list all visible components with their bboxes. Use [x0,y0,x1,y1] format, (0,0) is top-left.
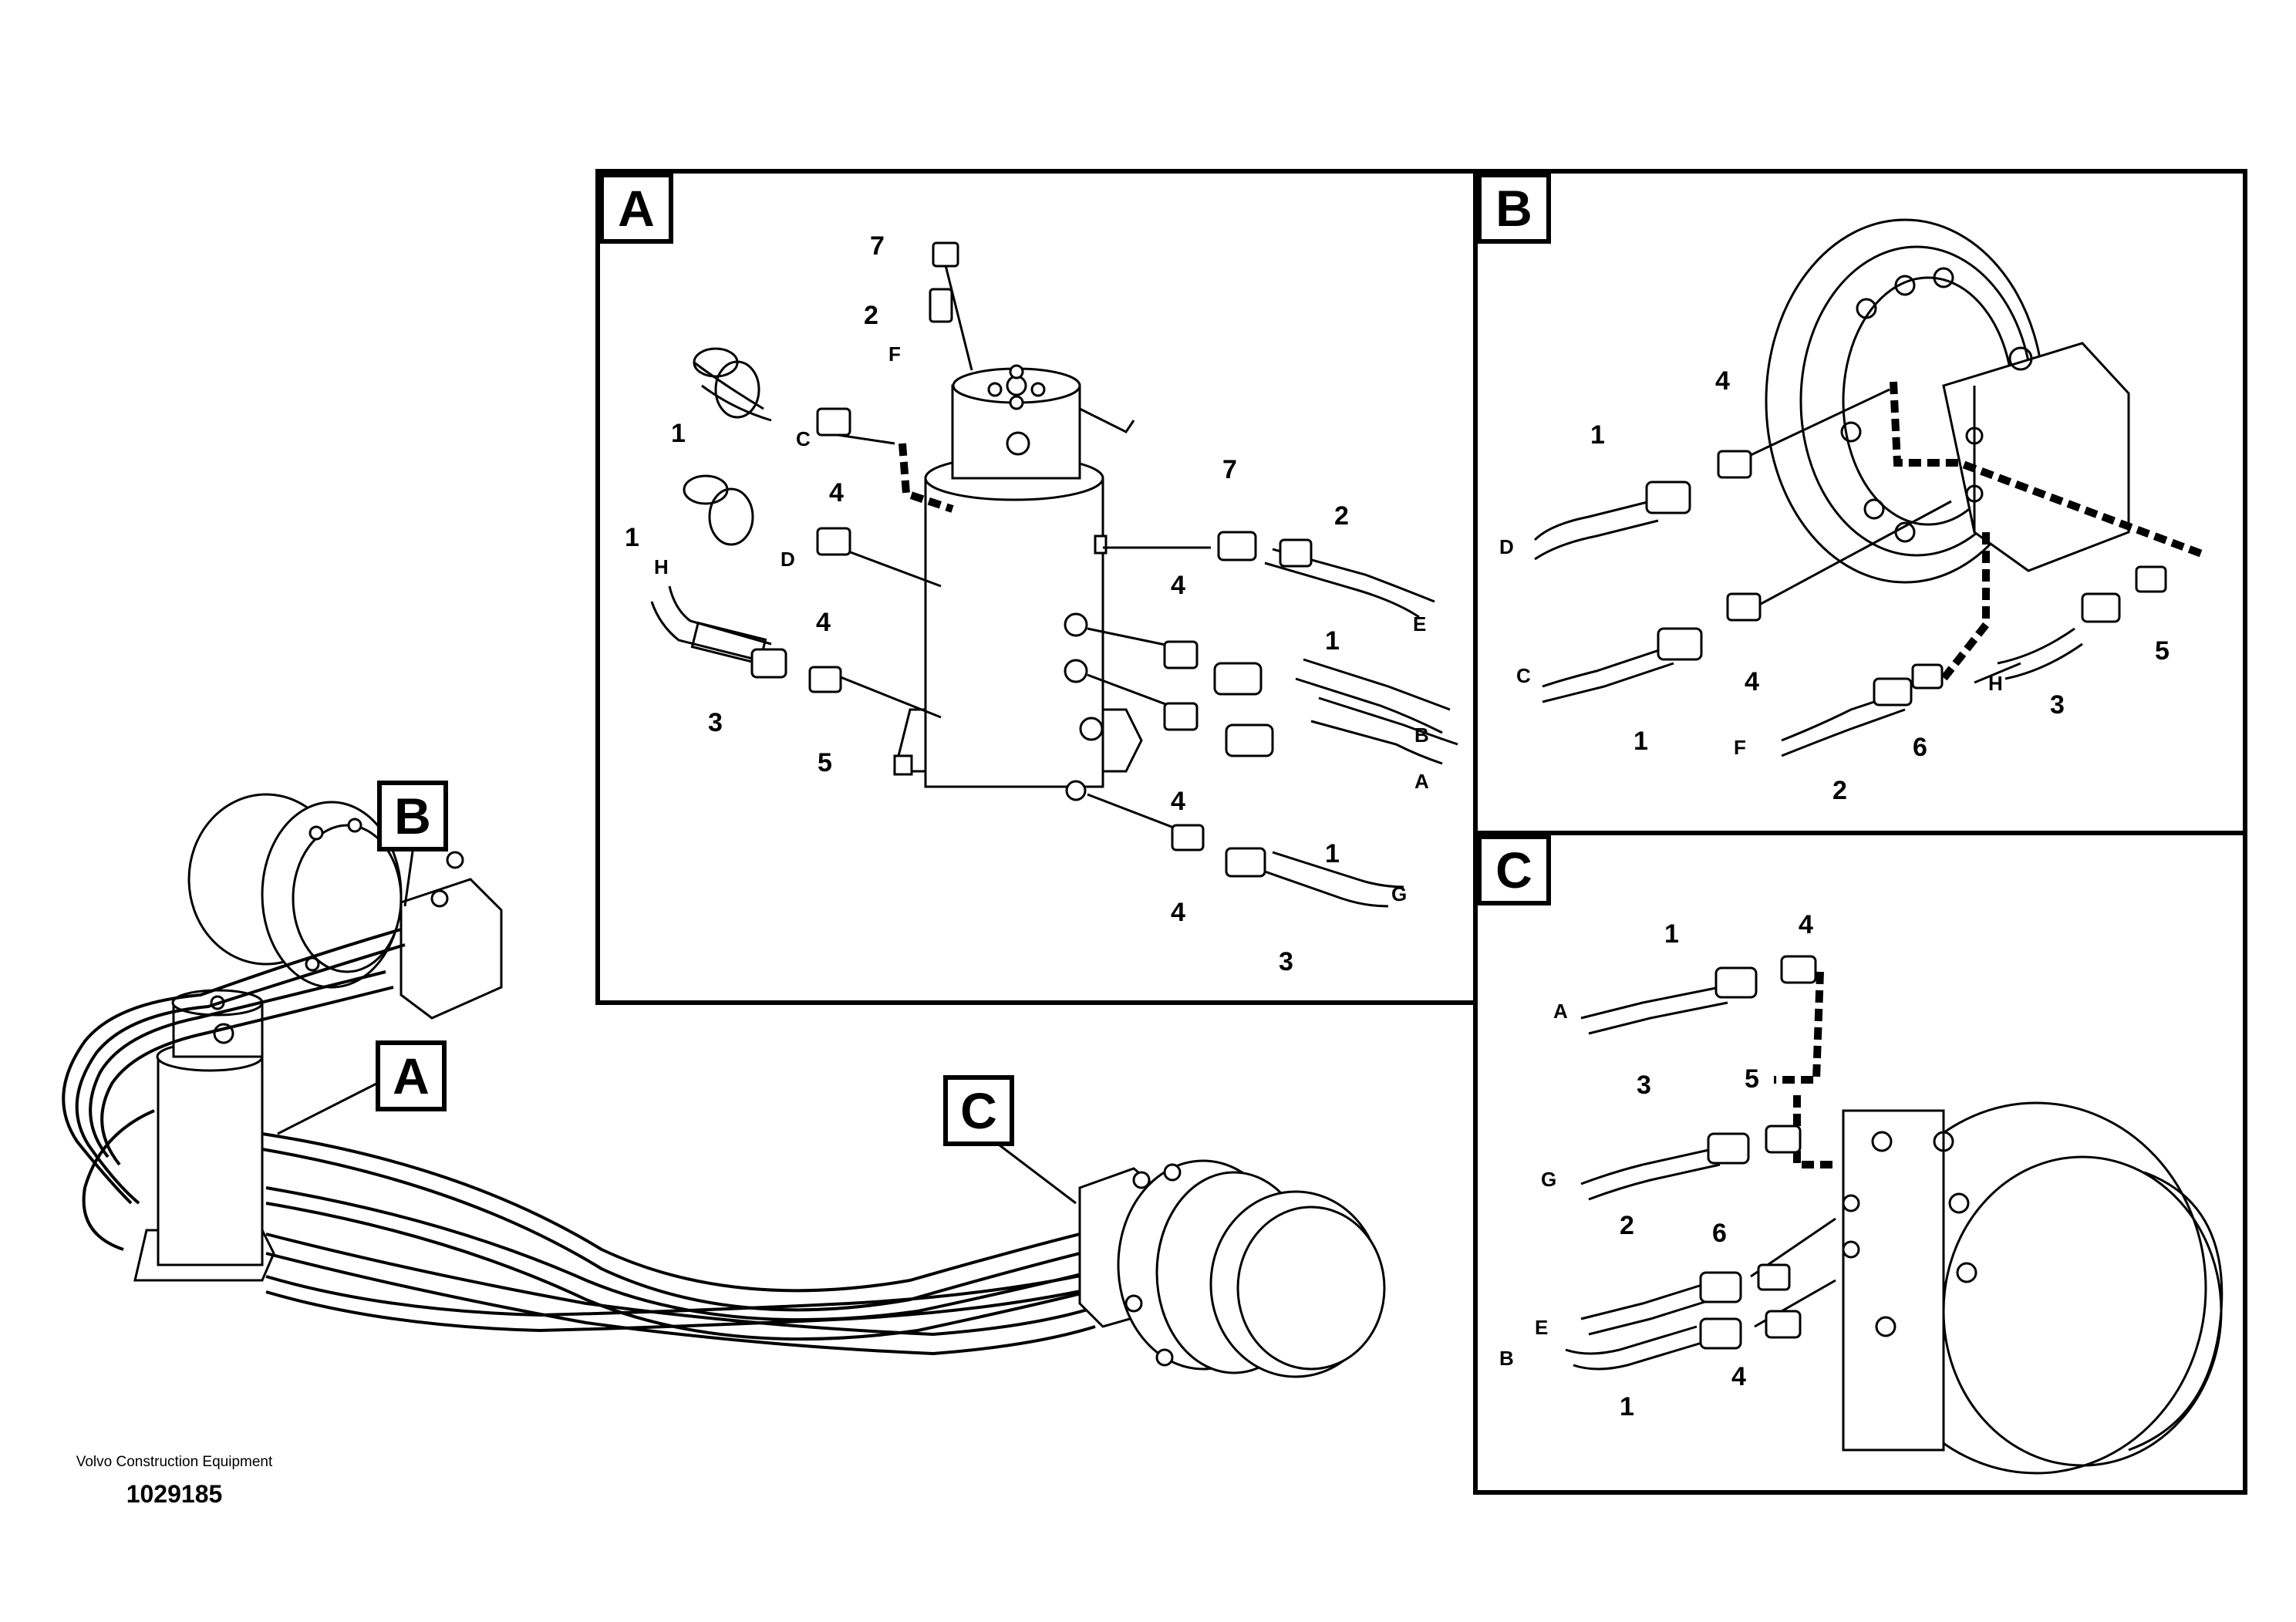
port-label: D [1499,535,1514,558]
callout: 2 [1334,501,1349,531]
fitting-icon [1645,450,2167,706]
callout: 1 [1664,919,1679,949]
callout: 4 [829,478,844,508]
callout: 2 [1832,776,1847,805]
callout: 7 [1222,455,1237,484]
callout: 4 [816,608,831,637]
drawing-number: 1029185 [126,1480,223,1508]
callout: 4 [1731,1362,1746,1391]
callout: 2 [1620,1211,1634,1240]
fitting-icon [750,241,1313,878]
port-label: C [796,427,811,450]
hose-icon [62,928,1096,1356]
travel-motor-icon [1842,1101,2224,1475]
overview-tag-c: C [943,1075,1014,1146]
detail-a-callouts: 7 2 1 4 1 4 3 5 7 2 4 1 4 1 4 5 3 F C D … [625,231,1429,976]
port-label: A [1414,770,1429,793]
svg-text:B: B [394,787,431,845]
overview-tag-b: B [377,781,448,851]
port-label: E [1413,612,1426,636]
port-label: G [1391,882,1407,905]
callout: 4 [1171,787,1185,816]
callout: 5 [2155,636,2170,666]
title-block: Volvo Construction Equipment 1029185 [74,1454,275,1509]
hose-icon [1533,388,2083,757]
port-label: G [1541,1168,1556,1191]
callout: 4 [1745,667,1759,696]
callout: 3 [2050,690,2065,720]
callout: 1 [1325,626,1340,656]
port-label: B [1414,723,1429,747]
port-label: F [888,342,901,366]
fitting-icon [1699,955,1817,1350]
callout: 1 [1325,839,1340,868]
callout: 3 [1637,1071,1651,1100]
overview-assembly: B A C [62,781,1386,1378]
callout: 6 [1712,1219,1727,1248]
hose-icon [650,246,1458,908]
swivel-joint-icon [893,364,1143,801]
detail-a-panel: A [595,169,1478,1005]
callout: 4 [1171,898,1185,927]
callout: 4 [1715,366,1730,396]
port-label: H [654,555,669,578]
callout: 5 [1745,1064,1759,1094]
travel-motor-icon [1078,1159,1386,1378]
detail-c-letter: C [1495,841,1532,899]
port-label: H [1988,672,2003,695]
port-label: E [1535,1316,1548,1339]
detail-b-callouts: 4 1 4 1 6 2 5 3 D C F H [1499,366,2170,805]
callout: 2 [864,301,878,330]
callout: 1 [1590,420,1605,450]
callout: 3 [708,708,723,737]
callout: 3 [1279,947,1293,976]
callout: 5 [818,748,832,777]
callout: 1 [625,523,639,552]
detail-c-callouts: 4 1 3 5 2 6 4 1 A G E B [1499,910,1813,1421]
callout: 1 [1620,1392,1634,1421]
callout: 1 [671,419,686,448]
callout: 7 [870,231,885,261]
callout: 6 [1913,733,1927,762]
overview-tag-a: A [376,1040,447,1111]
callout: 1 [1633,727,1648,756]
port-label: F [1734,736,1746,759]
port-label: B [1499,1347,1514,1370]
callout: 4 [1799,910,1813,939]
port-label: A [1553,1000,1568,1023]
detail-a-letter: A [618,180,655,237]
brand-label: Volvo Construction Equipment [76,1454,273,1470]
port-label: D [781,548,795,571]
port-label: C [1516,664,1531,687]
detail-b-letter: B [1495,180,1532,237]
detail-b-panel: B [1473,169,2247,835]
svg-text:A: A [393,1047,430,1104]
detail-c-panel: C [1473,831,2247,1495]
hose-icon [1565,986,1836,1371]
svg-text:C: C [960,1082,997,1139]
travel-motor-icon [1765,218,2130,584]
callout: 4 [1171,571,1185,600]
